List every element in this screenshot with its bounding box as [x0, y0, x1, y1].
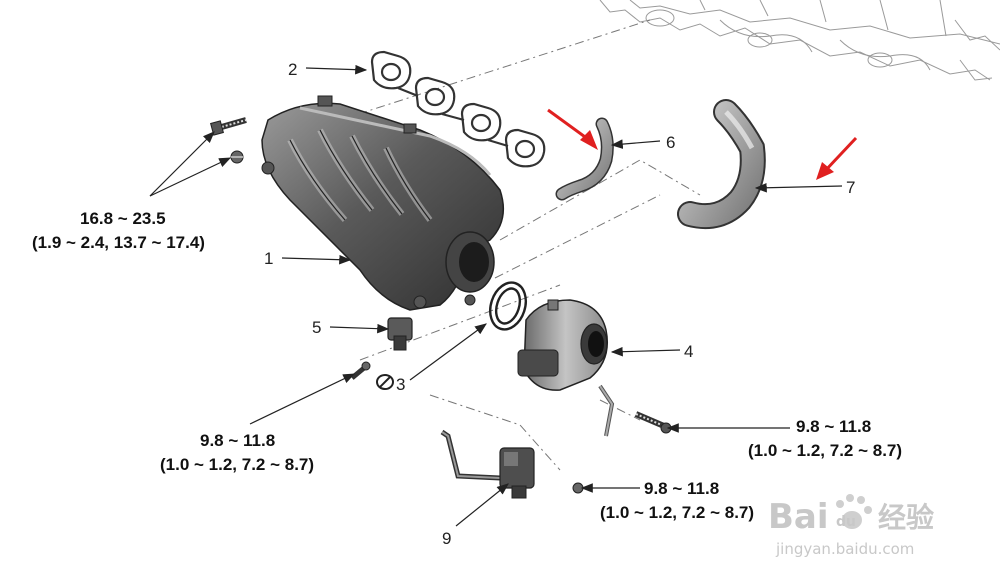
red-arrow-hose-7 — [822, 136, 858, 174]
throttle-body-gasket — [489, 281, 527, 331]
torque-valve-nm: 9.8 ~ 11.8 — [644, 479, 719, 498]
paw-icon — [836, 494, 872, 529]
intake-manifold — [261, 95, 505, 311]
manifold-bolt-upper — [210, 117, 247, 136]
callout-1: 1 — [264, 249, 273, 268]
callout-9: 9 — [442, 529, 451, 548]
watermark-logo-bai: Bai — [768, 497, 829, 537]
torque-manifold-nm: 16.8 ~ 23.5 — [80, 209, 166, 228]
watermark-logo-cn: 经验 — [878, 501, 934, 534]
manifold-nut-lower — [230, 150, 244, 164]
torque-sensor-nm: 9.8 ~ 11.8 — [200, 431, 275, 450]
torque-throttle-nm: 9.8 ~ 11.8 — [796, 417, 871, 436]
torque-sensor-alt: (1.0 ~ 1.2, 7.2 ~ 8.7) — [160, 455, 314, 474]
leader-lines — [149, 64, 843, 527]
watermark-url: jingyan.baidu.com — [775, 540, 914, 558]
callout-3: 3 — [396, 375, 405, 394]
callout-2: 2 — [288, 60, 297, 79]
torque-manifold-alt: (1.9 ~ 2.4, 13.7 ~ 17.4) — [32, 233, 205, 252]
red-arrow-hose-6-head — [580, 130, 598, 150]
vacuum-hose-small — [555, 117, 614, 201]
small-o-ring — [376, 374, 394, 390]
map-sensor — [387, 317, 413, 351]
red-highlight-arrows — [547, 108, 858, 180]
valve-bolt — [572, 482, 584, 494]
intake-gasket — [370, 50, 546, 168]
sensor-bolt — [350, 361, 371, 380]
torque-throttle-alt: (1.0 ~ 1.2, 7.2 ~ 8.7) — [748, 441, 902, 460]
engine-block-sketch — [599, 0, 1000, 81]
red-arrow-hose-7-head — [816, 162, 834, 180]
purge-control-valve — [440, 429, 535, 499]
watermark-logo-du: du — [836, 514, 856, 530]
callout-5: 5 — [312, 318, 321, 337]
breather-hose-large — [677, 99, 766, 230]
baidu-watermark: Bai du 经验 jingyan.baidu.com — [768, 494, 934, 558]
throttle-body — [517, 299, 615, 437]
callout-7: 7 — [846, 178, 855, 197]
callout-4: 4 — [684, 342, 693, 361]
throttle-body-bolt — [634, 411, 672, 434]
torque-valve-alt: (1.0 ~ 1.2, 7.2 ~ 8.7) — [600, 503, 754, 522]
callout-6: 6 — [666, 133, 675, 152]
